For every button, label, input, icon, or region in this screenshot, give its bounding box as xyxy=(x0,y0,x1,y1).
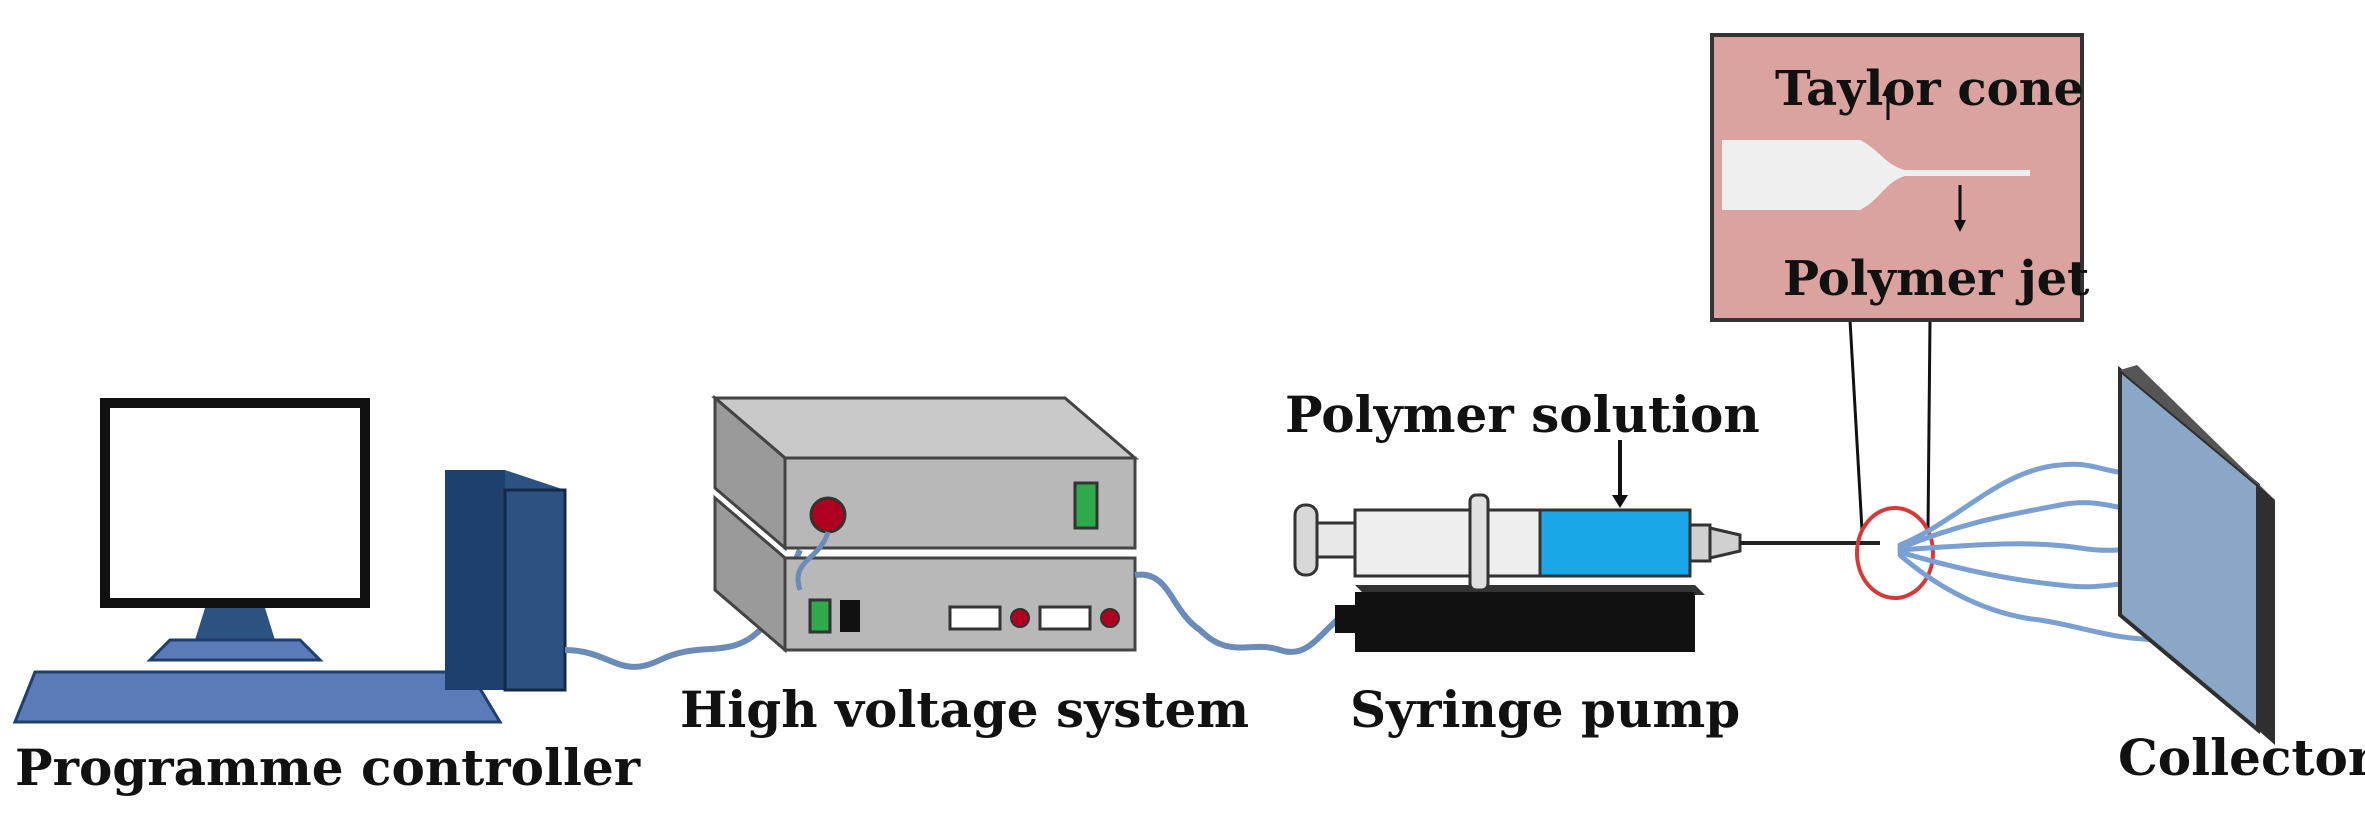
hv-switch-green xyxy=(808,598,832,634)
polymer-solution-fill xyxy=(1538,508,1692,578)
hv-display-2 xyxy=(1038,605,1092,631)
hv-switch-top xyxy=(1073,481,1099,530)
tower-side xyxy=(503,488,567,692)
label-polymer-solution: Polymer solution xyxy=(1285,385,1760,444)
syringe-pump xyxy=(1335,585,1705,652)
fiber-1 xyxy=(1897,461,2153,548)
pump-body xyxy=(1355,592,1695,652)
hv-display-1 xyxy=(948,605,1002,631)
cable-hv-to-pump xyxy=(1134,571,1352,655)
hv-switch-black xyxy=(840,600,860,632)
hv-top-lid xyxy=(710,396,1140,460)
plunger-rod xyxy=(1315,521,1359,559)
syringe-hub xyxy=(1708,526,1742,560)
monitor-base xyxy=(146,638,324,662)
polymer-solution-arrowhead xyxy=(1612,495,1628,508)
zoom-circle xyxy=(1855,506,1935,600)
fiber-5 xyxy=(1897,552,2173,643)
label-collector: Collector xyxy=(2118,728,2365,787)
high-voltage-system xyxy=(710,394,1140,654)
collector-edge xyxy=(2258,485,2275,745)
pump-foot xyxy=(1335,605,1360,633)
plunger-handle xyxy=(1293,503,1319,577)
label-polymer-jet: Polymer jet xyxy=(1783,251,2089,307)
syringe-tip xyxy=(1688,523,1712,563)
keyboard xyxy=(12,670,503,724)
computer xyxy=(12,398,567,724)
zoom-line-left xyxy=(1848,319,1864,531)
hv-knob xyxy=(809,496,847,534)
monitor-stand xyxy=(195,608,275,640)
label-programme-controller: Programme controller xyxy=(15,738,641,797)
syringe-barrel-empty xyxy=(1353,508,1542,578)
polymer-jet-arrowhead xyxy=(1954,220,1966,232)
syringe-flange xyxy=(1468,493,1490,592)
tower-front xyxy=(445,470,505,690)
taylor-cone-arrowhead xyxy=(1882,84,1894,96)
label-high-voltage-system: High voltage system xyxy=(680,680,1249,739)
hv-led-2 xyxy=(1100,608,1120,628)
syringe xyxy=(1293,493,1880,592)
taylor-cone-shape xyxy=(1722,140,2030,210)
hv-bottom-front xyxy=(783,556,1137,652)
label-taylor-cone: Taylor cone xyxy=(1775,61,2084,117)
zoom-line-right xyxy=(1926,319,1932,531)
monitor-screen xyxy=(110,408,360,598)
collector-top-edge xyxy=(2120,365,2275,500)
cable-hv-internal xyxy=(795,531,831,591)
collector-plate xyxy=(2118,365,2275,745)
zoom-inset xyxy=(1710,33,2084,531)
hv-led-1 xyxy=(1010,608,1030,628)
label-syringe-pump: Syringe pump xyxy=(1350,680,1740,739)
